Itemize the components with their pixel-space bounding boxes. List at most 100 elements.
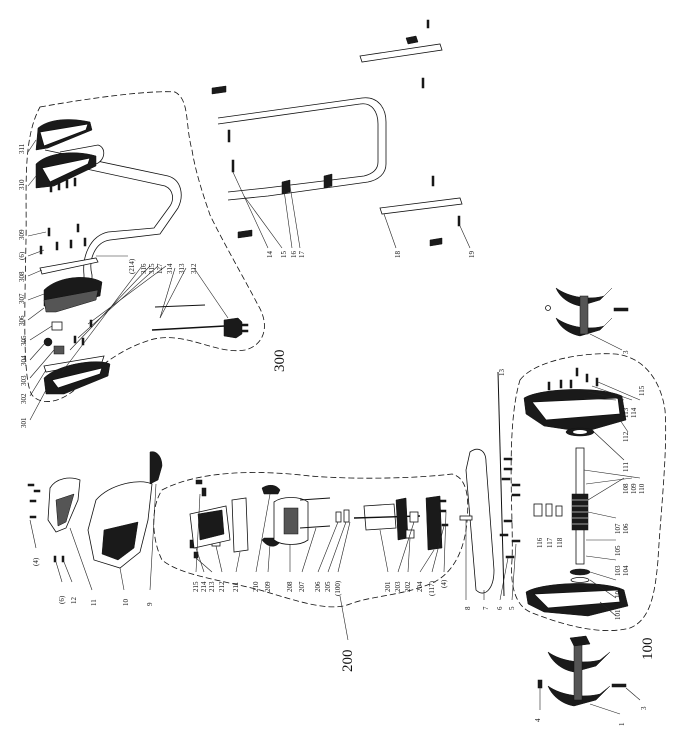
label-114: 114 xyxy=(630,407,638,418)
label-315: 315 xyxy=(148,263,156,274)
part-311-housing-lip xyxy=(39,123,89,147)
label-117: 117 xyxy=(546,537,554,548)
label-313: 313 xyxy=(178,263,186,274)
label-101: 101 xyxy=(614,609,622,620)
part-301-cover-inner xyxy=(51,367,103,389)
label-107: 107 xyxy=(614,523,622,534)
small-screw-a xyxy=(73,335,77,344)
tine-bottom-bolt xyxy=(611,683,627,688)
label-214b: (214) xyxy=(128,258,136,274)
label-102: 102 xyxy=(614,587,622,598)
label-215: 215 xyxy=(192,581,200,592)
frame-screw-a xyxy=(227,129,231,143)
label-208: 208 xyxy=(286,581,294,592)
group-label-200: 200 xyxy=(340,650,356,673)
label-18: 18 xyxy=(394,251,402,259)
part-211-housing xyxy=(231,497,249,553)
label-19: 19 xyxy=(468,251,476,259)
part-118-key xyxy=(555,505,563,517)
label-3b: 3 xyxy=(640,706,648,710)
frame-knob-left xyxy=(211,85,227,95)
label-115: 115 xyxy=(638,385,646,396)
top-screw xyxy=(426,19,430,29)
label-314: 314 xyxy=(166,263,174,274)
screw-group-left xyxy=(27,483,65,563)
tine-nut xyxy=(545,305,551,311)
part-306-housing xyxy=(43,289,99,313)
label-13: 13 xyxy=(498,369,506,377)
tine-hub xyxy=(579,295,589,335)
leaders-bottom xyxy=(539,687,641,715)
top-knob xyxy=(405,35,419,45)
labels-300: 311 310 309 (6) 308 307 306 305 304 303 … xyxy=(18,143,288,428)
label-302: 302 xyxy=(20,393,28,404)
top-screw-b xyxy=(421,77,425,89)
label-307: 307 xyxy=(18,293,26,304)
part-8-pin xyxy=(459,515,473,521)
label-16: 16 xyxy=(290,251,298,259)
label-6: 6 xyxy=(496,606,504,610)
label-116: 116 xyxy=(536,537,544,548)
part-305-switch xyxy=(51,321,63,331)
label-308: 308 xyxy=(18,271,26,282)
part-101-housing-face xyxy=(533,589,621,609)
label-110: 110 xyxy=(638,483,646,494)
label-5: 5 xyxy=(508,606,516,610)
group-label-300: 300 xyxy=(272,350,288,373)
label-210: 210 xyxy=(252,581,260,592)
label-109: 109 xyxy=(630,483,638,494)
leaders-left xyxy=(29,483,157,591)
part-312-prong xyxy=(241,323,249,327)
label-214: 214 xyxy=(200,581,208,592)
part-207-screw-b xyxy=(299,525,331,529)
tine-bottom-nut xyxy=(537,679,543,689)
part-304-spring xyxy=(43,337,53,347)
label-4b: (4) xyxy=(440,579,448,588)
label-113: 113 xyxy=(622,407,630,418)
tine-lower xyxy=(555,317,613,337)
small-screw-c xyxy=(89,319,93,328)
labels-bottom: 4 1 3 xyxy=(534,706,648,726)
leaders-200 xyxy=(195,493,447,641)
label-312: 312 xyxy=(190,263,198,274)
part-13-rod xyxy=(497,371,505,597)
mid-knob xyxy=(429,237,443,247)
screw-group-309 xyxy=(39,177,87,255)
part-313-rod xyxy=(154,304,206,308)
part-203-bearing xyxy=(409,511,419,523)
part-212-stator-dark xyxy=(197,509,225,541)
label-11: 11 xyxy=(90,599,98,606)
label-303: 303 xyxy=(20,375,28,386)
tine-bottom-top-bar xyxy=(569,635,591,647)
frame-clamp-a xyxy=(281,179,291,195)
top-plate xyxy=(359,43,443,63)
part-5-6-screws xyxy=(499,457,521,559)
label-15: 15 xyxy=(280,251,288,259)
leaders-right-mid xyxy=(465,520,517,601)
label-6b: (6) xyxy=(58,595,66,604)
label-304: 304 xyxy=(20,355,28,366)
label-106: 106 xyxy=(622,523,630,534)
label-209: 209 xyxy=(264,581,272,592)
part-201-shaft xyxy=(353,515,421,519)
part-303-button xyxy=(53,345,65,355)
tine-upper xyxy=(555,287,613,307)
small-screw-b xyxy=(81,337,85,346)
tine-bottom-hub xyxy=(573,639,583,701)
part-111-seal-inner xyxy=(573,430,587,434)
label-203: 203 xyxy=(394,581,402,592)
label-305: 305 xyxy=(20,335,28,346)
label-301: 301 xyxy=(20,417,28,428)
label-7: 7 xyxy=(482,606,490,610)
label-10: 10 xyxy=(122,599,130,607)
label-309: 309 xyxy=(18,229,26,240)
mid-plate xyxy=(379,197,463,215)
label-201: 201 xyxy=(384,581,392,592)
label-8: 8 xyxy=(464,606,472,610)
label-206: 206 xyxy=(314,581,322,592)
mid-screw-b xyxy=(457,215,461,227)
label-306: 306 xyxy=(18,315,26,326)
part-310-housing-lip xyxy=(41,157,91,183)
label-4: 4 xyxy=(534,718,542,722)
group-200-boundary xyxy=(153,472,469,608)
